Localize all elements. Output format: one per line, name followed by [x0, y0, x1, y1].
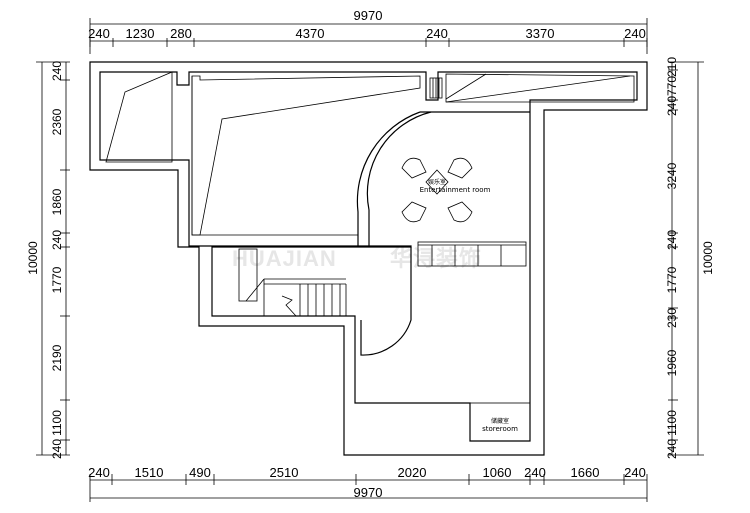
left-seg-4: 240: [50, 230, 64, 250]
watermark-cn: 华浔装饰: [390, 246, 482, 271]
bottom-total-label: 9970: [354, 485, 383, 500]
bottom-seg-9: 240: [624, 465, 646, 480]
right-seg-7: 230: [665, 308, 679, 328]
vent: [429, 77, 443, 99]
left-seg-2: 2360: [50, 108, 64, 135]
top-seg-3: 280: [170, 26, 192, 41]
storeroom-label-en: storeroom: [482, 425, 518, 433]
right-seg-5: 240: [665, 230, 679, 250]
left-seg-7: 1100: [50, 410, 64, 436]
bottom-dimensions: 240 1510 490 2510 2020 1060 240 1660 240…: [88, 465, 648, 502]
chair-top-right: [447, 157, 473, 179]
top-seg-7: 240: [624, 26, 646, 41]
inner-wall: [99, 71, 638, 442]
bottom-seg-3: 490: [189, 465, 211, 480]
top-seg-4: 4370: [296, 26, 325, 41]
storeroom: 储藏室 storeroom: [469, 402, 531, 442]
top-seg-1: 240: [88, 26, 110, 41]
top-seg-5: 240: [426, 26, 448, 41]
entertainment-furniture: 娱乐室 Entertainment room: [401, 157, 491, 223]
walls: [89, 61, 648, 456]
main-sloped-area: [191, 75, 421, 236]
left-seg-3: 1860: [50, 188, 64, 215]
bottom-seg-4: 2510: [270, 465, 299, 480]
top-right-fixture: [445, 73, 635, 103]
left-dimensions: 240 2360 1860 240 1770 2190 1100 240 100…: [26, 61, 70, 459]
left-seg-5: 1770: [50, 266, 64, 293]
entertainment-label-cn: 娱乐室: [428, 178, 446, 186]
staircase: [238, 248, 347, 317]
bottom-seg-8: 1660: [571, 465, 600, 480]
chair-bottom-right: [447, 201, 473, 223]
top-seg-2: 1230: [126, 26, 155, 41]
left-seg-1: 240: [50, 61, 64, 81]
watermark-latin: HUAJIAN: [232, 246, 337, 271]
right-seg-6: 1770: [665, 266, 679, 293]
right-seg-8: 1960: [665, 349, 679, 376]
storeroom-label-cn: 储藏室: [491, 417, 509, 425]
right-seg-1: 210: [665, 57, 679, 77]
top-dimensions: 9970 240 1230 280 4370 240 3370 240: [88, 8, 648, 54]
right-seg-9: 1100: [665, 410, 679, 436]
right-seg-10: 240: [665, 439, 679, 459]
top-seg-6: 3370: [526, 26, 555, 41]
bottom-seg-6: 1060: [483, 465, 512, 480]
bottom-seg-1: 240: [88, 465, 110, 480]
chair-top-left: [401, 157, 427, 179]
curved-wall: [356, 111, 530, 356]
right-seg-3: 240: [665, 96, 679, 116]
bottom-seg-2: 1510: [135, 465, 164, 480]
top-total-label: 9970: [354, 8, 383, 23]
left-total-label: 10000: [26, 241, 40, 275]
left-room-fixture: [105, 71, 173, 163]
left-seg-6: 2190: [50, 344, 64, 371]
right-dimensions: 210 770 240 3240 240 1770 230 1960 1100 …: [665, 57, 715, 459]
bottom-seg-5: 2020: [398, 465, 427, 480]
right-seg-2: 770: [665, 76, 679, 96]
bottom-seg-7: 240: [524, 465, 546, 480]
right-total-label: 10000: [701, 241, 715, 275]
entertainment-label-en: Entertainment room: [420, 186, 491, 194]
chair-bottom-left: [401, 201, 427, 223]
right-seg-4: 3240: [665, 162, 679, 189]
watermark: HUAJIAN 华浔装饰: [232, 246, 482, 271]
outer-wall: [89, 61, 648, 456]
left-seg-8: 240: [50, 439, 64, 459]
table: [425, 169, 449, 195]
cabinet-row: [417, 241, 527, 267]
